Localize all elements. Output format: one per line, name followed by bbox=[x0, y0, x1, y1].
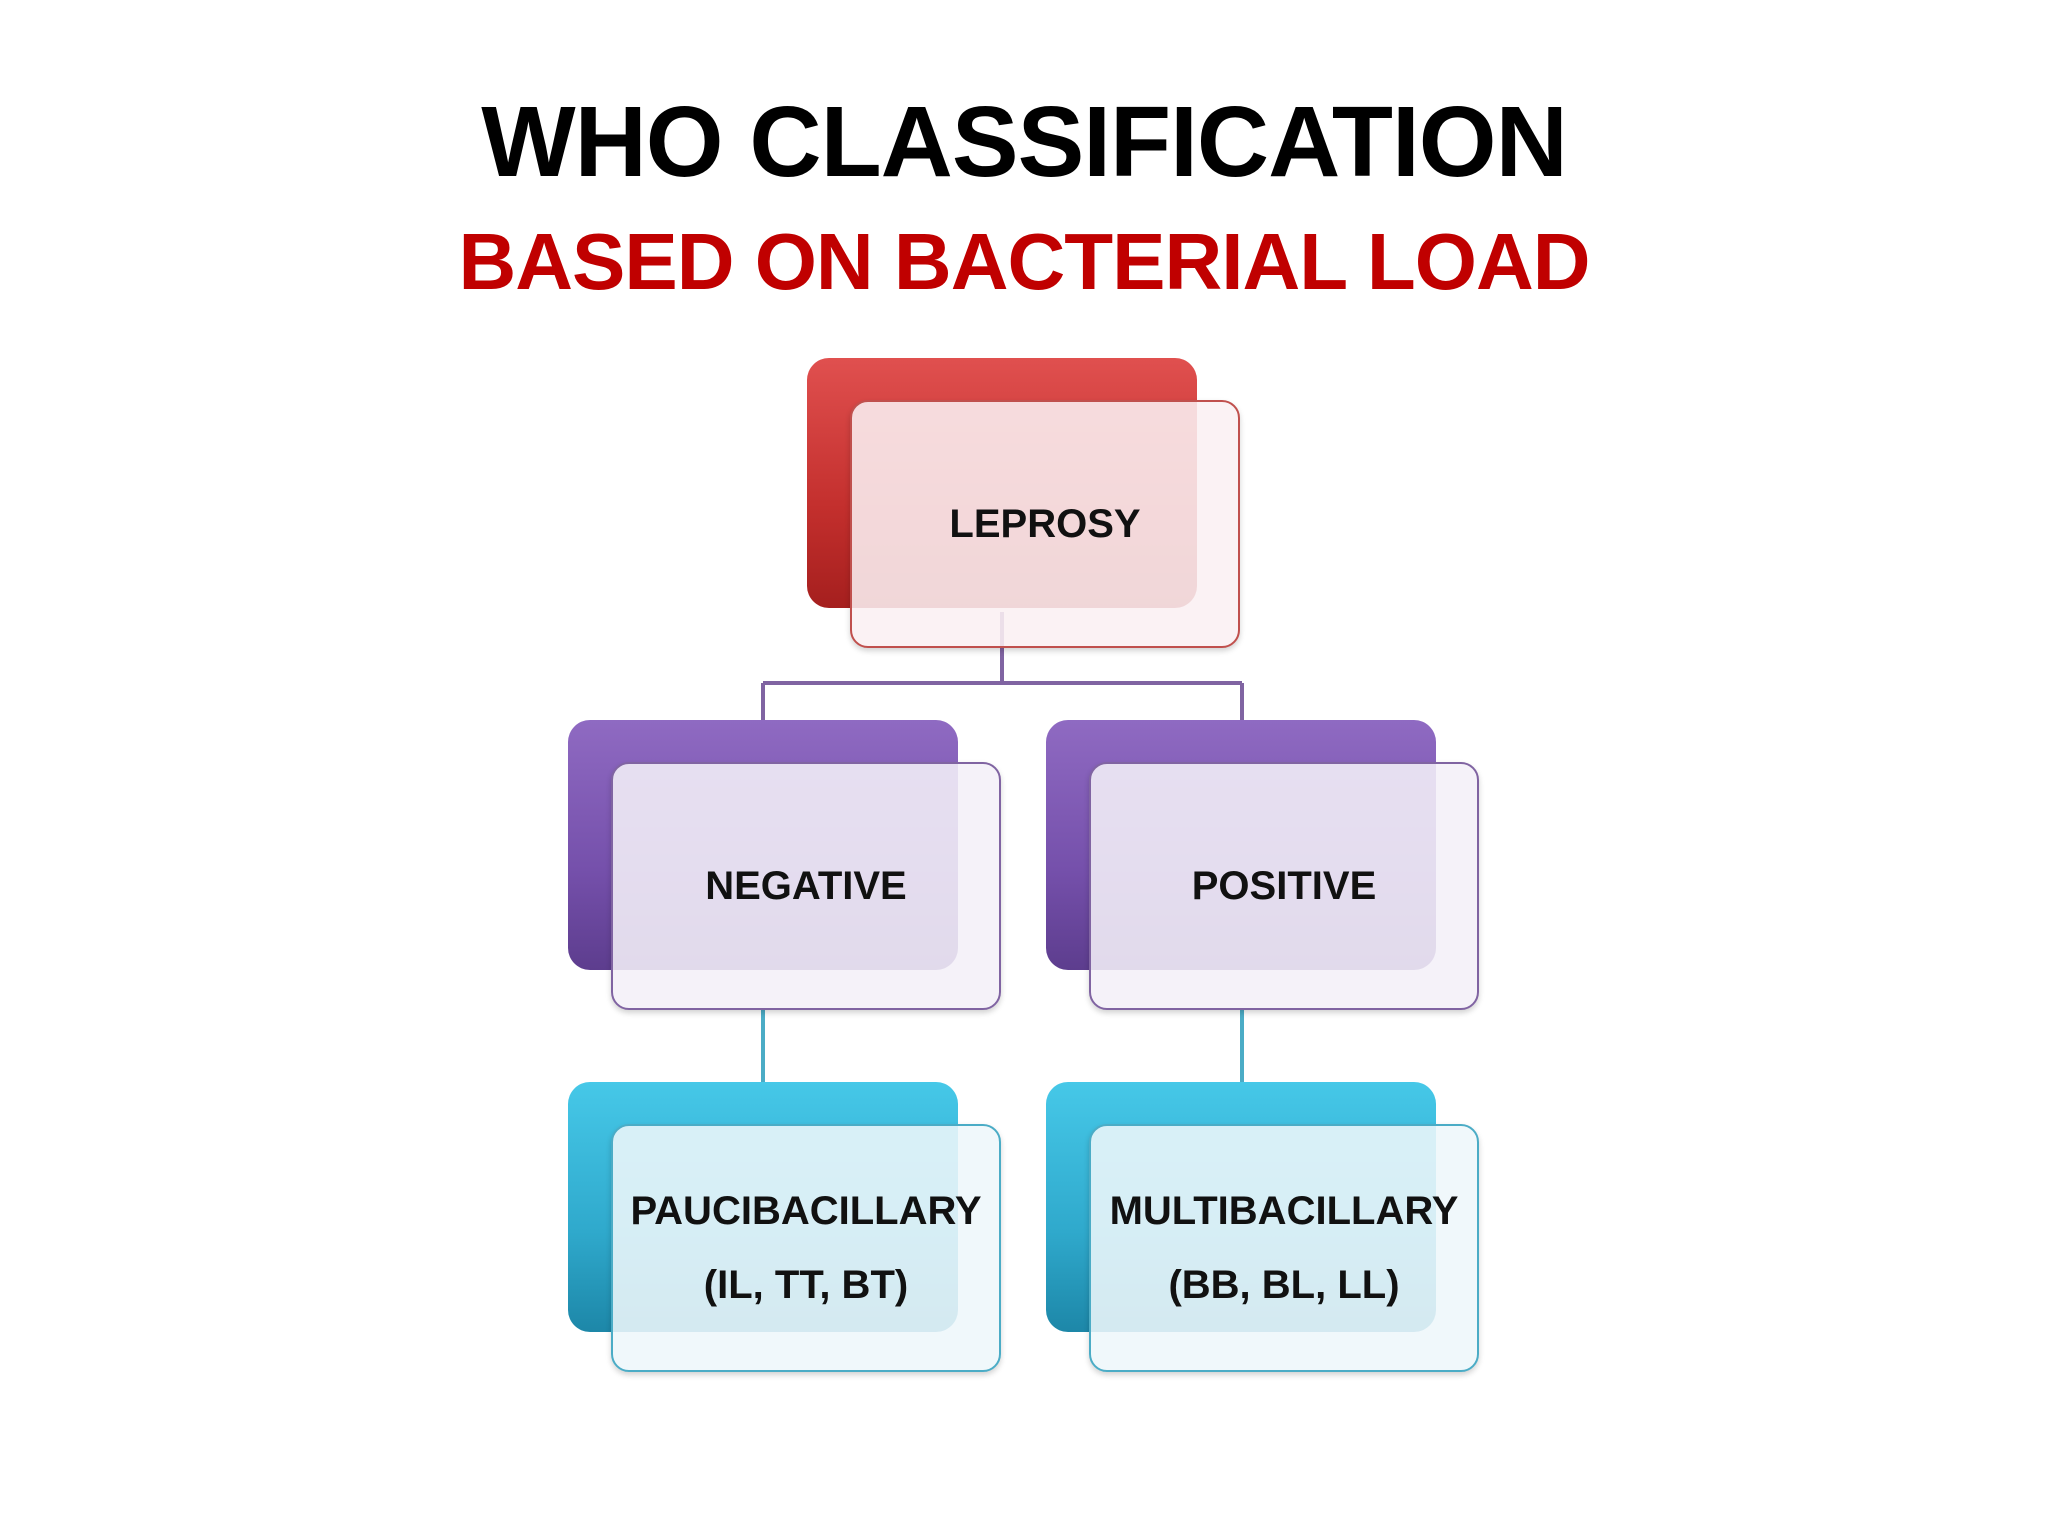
node-negative-box: NEGATIVE bbox=[611, 762, 1001, 1010]
node-multibacillary-box: MULTIBACILLARY (BB, BL, LL) bbox=[1089, 1124, 1479, 1372]
node-paucibacillary-box: PAUCIBACILLARY (IL, TT, BT) bbox=[611, 1124, 1001, 1372]
page-subtitle: BASED ON BACTERIAL LOAD bbox=[458, 217, 1590, 306]
node-paucibacillary-label: PAUCIBACILLARY (IL, TT, BT) bbox=[630, 1174, 981, 1322]
node-paucibacillary-types: (IL, TT, BT) bbox=[703, 1263, 909, 1307]
node-leprosy-box: LEPROSY bbox=[850, 400, 1240, 648]
node-leprosy-label: LEPROSY bbox=[949, 502, 1141, 546]
page-title: WHO CLASSIFICATION bbox=[481, 86, 1568, 198]
node-positive-box: POSITIVE bbox=[1089, 762, 1479, 1010]
node-multibacillary-types: (BB, BL, LL) bbox=[1168, 1263, 1400, 1307]
node-negative-label: NEGATIVE bbox=[705, 864, 907, 908]
node-multibacillary-name: MULTIBACILLARY bbox=[1109, 1189, 1459, 1233]
node-multibacillary-label: MULTIBACILLARY (BB, BL, LL) bbox=[1110, 1174, 1459, 1322]
node-positive-label: POSITIVE bbox=[1191, 864, 1377, 908]
node-paucibacillary-name: PAUCIBACILLARY bbox=[630, 1189, 982, 1233]
